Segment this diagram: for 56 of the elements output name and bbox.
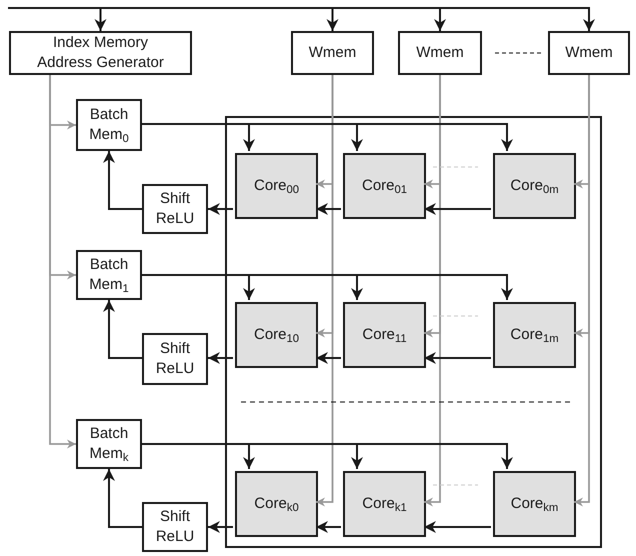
core-box (493, 153, 576, 219)
node-label: Wmem (564, 43, 614, 63)
block-box (398, 31, 482, 75)
node-label: Shift ReLU (154, 189, 196, 229)
arrow (103, 469, 142, 528)
arrow (49, 75, 76, 448)
block-box (142, 184, 208, 234)
core-box (235, 153, 318, 219)
arrow (424, 352, 491, 364)
block-box (9, 31, 192, 75)
node-label: Core$_{k1}$ (361, 494, 408, 514)
node-label: Batch Mem$_{1}$ (88, 255, 130, 295)
core-box (343, 302, 426, 368)
arrow (424, 521, 491, 533)
node-label: Shift ReLU (154, 507, 196, 547)
block-box (291, 31, 374, 75)
node-label: Core$_{10}$ (252, 325, 300, 345)
core-box (343, 471, 426, 537)
arrow (208, 203, 233, 215)
core-box (343, 153, 426, 219)
node-label: Core$_{k0}$ (253, 494, 300, 514)
node-label: Core$_{km}$ (510, 494, 560, 514)
node-label: Index Memory Address Generator (36, 33, 165, 73)
block-box (76, 99, 142, 151)
node-label: Core$_{0m}$ (509, 176, 560, 196)
arrow (316, 352, 341, 364)
node-label: Core$_{11}$ (361, 325, 408, 345)
node-label: Core$_{00}$ (252, 176, 300, 196)
arrow (424, 203, 491, 215)
arrow (142, 443, 513, 469)
node-label: Core$_{1m}$ (509, 325, 560, 345)
arrow (103, 300, 142, 359)
node-label: Batch Mem$_{0}$ (88, 105, 130, 145)
arrow (208, 521, 233, 533)
block-box (76, 419, 142, 469)
block-box (548, 31, 630, 75)
arrow (103, 151, 142, 210)
core-box (235, 302, 318, 368)
block-box (142, 333, 208, 385)
core-box (493, 302, 576, 368)
block-box (142, 502, 208, 552)
array-frame (225, 116, 602, 548)
node-label: Shift ReLU (154, 339, 196, 379)
arrow (142, 274, 513, 300)
arrow (142, 123, 513, 151)
node-label: Batch Mem$_{k}$ (88, 424, 130, 464)
arrow (316, 521, 341, 533)
node-label: Core$_{01}$ (360, 176, 408, 196)
node-label: Wmem (308, 43, 358, 63)
core-box (493, 471, 576, 537)
arrow (316, 203, 341, 215)
arrow (8, 7, 595, 31)
block-box (76, 250, 142, 300)
arrow (208, 352, 233, 364)
core-box (235, 471, 318, 537)
node-label: Wmem (415, 43, 465, 63)
